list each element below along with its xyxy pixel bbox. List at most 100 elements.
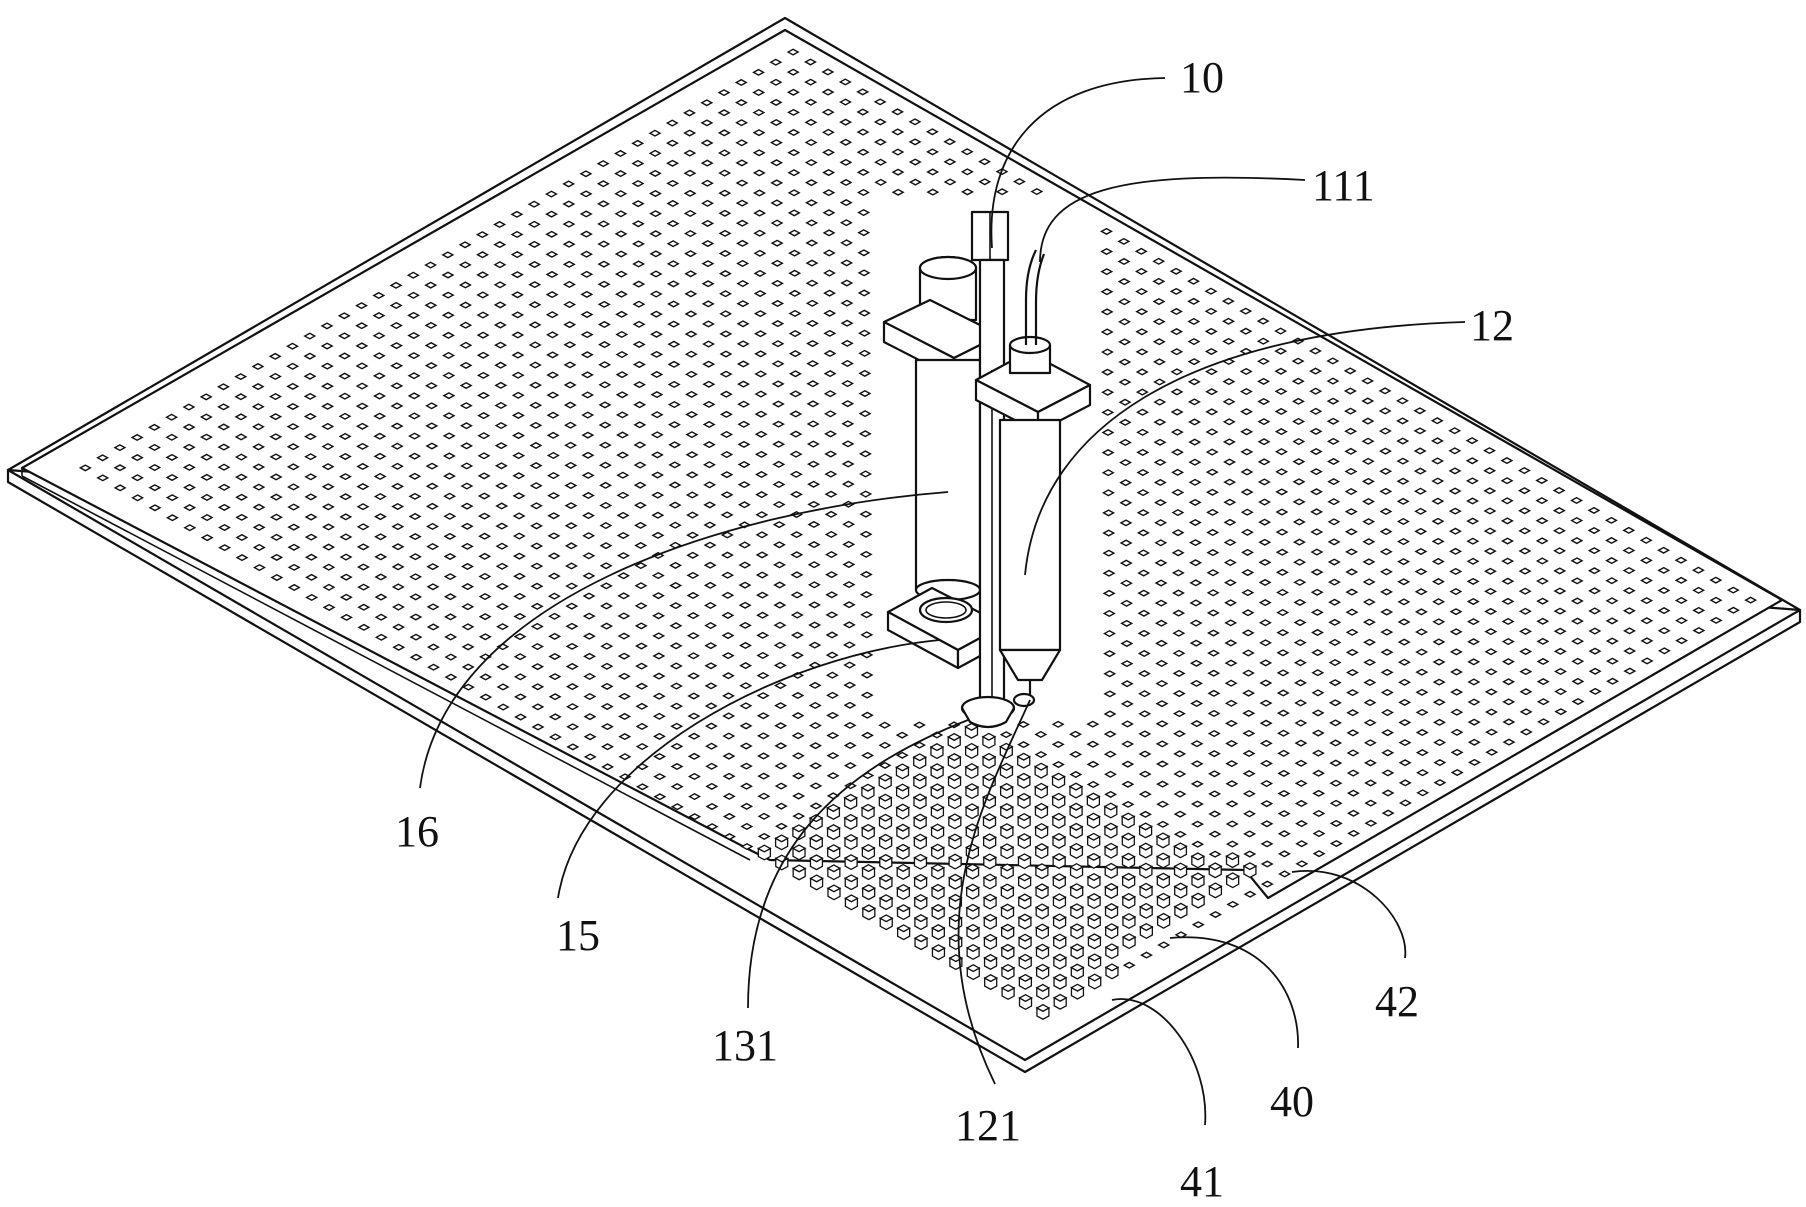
pad: [565, 622, 579, 630]
pad: [1120, 619, 1134, 627]
pad: [1519, 627, 1532, 635]
pad: [1155, 700, 1169, 708]
pad: [1362, 518, 1376, 526]
pad: [861, 731, 874, 739]
pad: [1117, 298, 1131, 306]
pad: [1449, 547, 1463, 555]
pad: [701, 239, 715, 248]
pad: [478, 613, 492, 621]
pad: [1501, 557, 1515, 565]
pad: [720, 491, 734, 499]
pad: [512, 552, 526, 560]
pad: [1362, 618, 1376, 626]
pad: [374, 573, 388, 581]
pad: [1345, 548, 1359, 556]
pad: [1448, 507, 1462, 515]
pad: [999, 731, 1013, 739]
pad: [252, 564, 266, 572]
pad: [685, 451, 699, 459]
pad: [1485, 748, 1499, 756]
pad: [1258, 538, 1272, 546]
pad: [635, 662, 649, 670]
pad: [530, 622, 544, 630]
pad: [356, 523, 370, 531]
pad: [441, 271, 455, 279]
pad: [873, 98, 887, 106]
cube-top: [1104, 882, 1119, 891]
pad: [1138, 750, 1152, 758]
pad: [1102, 509, 1116, 517]
pad: [424, 321, 438, 329]
pad: [583, 753, 597, 761]
pad: [757, 732, 770, 740]
pad: [583, 652, 596, 660]
pad: [754, 330, 767, 338]
pad: [580, 351, 594, 359]
pad: [1310, 568, 1324, 576]
pad: [1243, 850, 1257, 858]
cube-top: [964, 783, 980, 792]
pad: [1104, 770, 1117, 778]
pad: [1467, 678, 1481, 686]
pad: [545, 331, 559, 339]
pad: [1187, 297, 1201, 305]
pad: [806, 420, 820, 428]
pad: [666, 220, 680, 228]
pad: [1329, 819, 1343, 827]
pad: [339, 513, 353, 521]
pad: [787, 169, 801, 177]
pad: [1484, 688, 1498, 696]
cube-top: [1086, 893, 1102, 902]
pad: [183, 483, 196, 492]
cube-top: [999, 863, 1015, 872]
pad: [530, 542, 544, 550]
pad: [1292, 518, 1306, 526]
pad: [1119, 459, 1132, 467]
pad: [304, 453, 318, 461]
pad: [1726, 586, 1740, 594]
pad: [891, 128, 905, 136]
label-16: 16: [395, 807, 439, 856]
pad: [511, 351, 525, 359]
cube-top: [1086, 913, 1102, 922]
cube-top: [843, 793, 859, 802]
pad: [738, 601, 752, 609]
cube-top: [983, 953, 998, 962]
pad: [809, 782, 823, 790]
pad: [684, 270, 698, 278]
pad: [1415, 648, 1429, 656]
cube-top: [1018, 973, 1033, 982]
pad: [667, 340, 681, 348]
pad: [598, 361, 612, 369]
pad: [1570, 617, 1584, 625]
cube-top: [947, 853, 963, 862]
pad: [234, 453, 248, 461]
pad: [1243, 890, 1257, 898]
pad: [1587, 567, 1601, 575]
pad: [878, 741, 892, 749]
pad: [1346, 729, 1360, 737]
pad: [738, 621, 752, 629]
pad: [717, 109, 731, 117]
pad: [252, 503, 266, 511]
pad: [1605, 536, 1618, 545]
pad: [478, 532, 492, 540]
pad: [443, 593, 457, 601]
pad: [424, 301, 438, 309]
pad: [702, 380, 716, 388]
cube-top: [1104, 903, 1119, 912]
cube-top: [861, 904, 877, 913]
pad: [737, 460, 751, 469]
pad: [1205, 488, 1219, 496]
pad: [859, 530, 873, 538]
pad: [1397, 638, 1411, 646]
pad: [753, 289, 767, 298]
pad: [1223, 458, 1236, 466]
cube-top: [861, 864, 876, 873]
pad: [1292, 438, 1306, 446]
pad: [891, 168, 905, 176]
pad: [772, 420, 785, 428]
pad: [617, 632, 631, 640]
pad: [1101, 449, 1115, 457]
pad: [1431, 497, 1445, 505]
